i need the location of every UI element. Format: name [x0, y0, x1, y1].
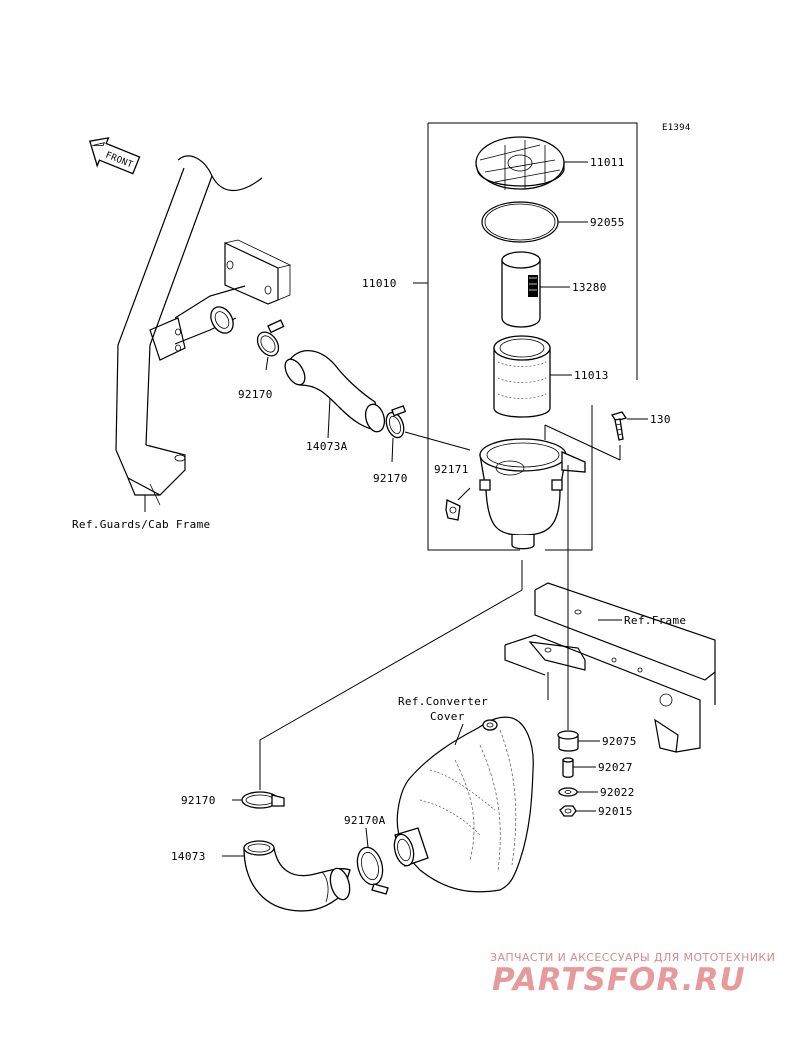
collar-92027: [562, 757, 574, 778]
nut-92015: [559, 805, 577, 817]
duct-14073: [243, 840, 351, 912]
damper-92075: [557, 730, 579, 752]
label-14073: 14073: [171, 850, 206, 863]
label-92170-mid: 92170: [373, 472, 408, 485]
watermark-brand-logo: PARTSFOR.RU: [492, 962, 746, 998]
element-11013: [493, 335, 551, 418]
ref-guards-cab-frame-label: Ref.Guards/Cab Frame: [72, 518, 210, 531]
cab-frame: [115, 155, 292, 506]
air-cleaner-housing: [479, 438, 586, 550]
label-14073A: 14073A: [306, 440, 348, 453]
duct-14073A: [284, 350, 386, 433]
bolt-130: [610, 411, 628, 441]
label-13280: 13280: [572, 281, 607, 294]
converter-cover: [393, 716, 534, 893]
label-92170-lower: 92170: [181, 794, 216, 807]
oring-92055: [481, 201, 559, 243]
clamp-92170-lower: [241, 791, 285, 809]
clamp-92170A: [356, 846, 389, 895]
element-13280: [501, 251, 541, 328]
diagram-code: E1394: [662, 123, 691, 133]
label-130: 130: [650, 413, 671, 426]
ref-converter-cover-label-1: Ref.Converter: [398, 695, 488, 708]
clamp-92170-upper: [256, 319, 285, 357]
watermark-tagline: ЗАПЧАСТИ И АКСЕССУАРЫ ДЛЯ МОТОТЕХНИКИ: [490, 951, 776, 964]
assembly-frame-11010: [427, 122, 638, 551]
vehicle-frame: [504, 582, 716, 753]
ref-converter-cover-label-2: Cover: [430, 710, 465, 723]
clip-92171: [445, 499, 461, 521]
label-92015: 92015: [598, 805, 633, 818]
label-92075: 92075: [602, 735, 637, 748]
label-92055: 92055: [590, 216, 625, 229]
cover-11011: [475, 136, 565, 190]
label-11011: 11011: [590, 156, 625, 169]
washer-92022: [558, 787, 578, 797]
label-92171: 92171: [434, 463, 469, 476]
label-92022: 92022: [600, 786, 635, 799]
front-arrow-icon: FRONT: [89, 137, 141, 175]
clamp-92170-mid: [385, 405, 407, 439]
ref-frame-label: Ref.Frame: [624, 614, 686, 627]
label-92170-upper: 92170: [238, 388, 273, 401]
label-92027: 92027: [598, 761, 633, 774]
label-11010: 11010: [362, 277, 397, 290]
label-92170A: 92170A: [344, 814, 386, 827]
label-11013: 11013: [574, 369, 609, 382]
